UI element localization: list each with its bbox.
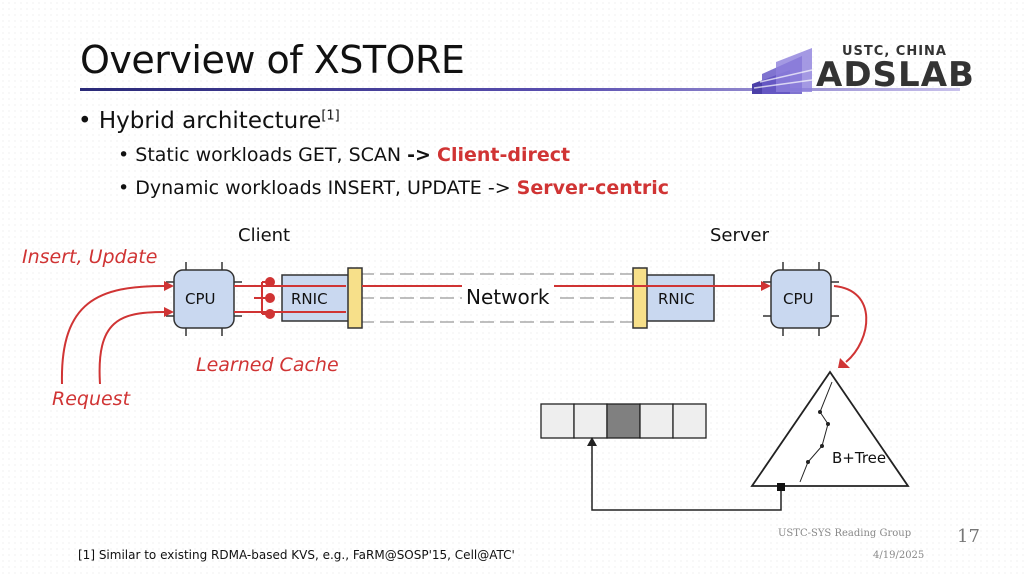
bullet-dynamic: • Dynamic workloads INSERT, UPDATE -> Se… — [118, 177, 669, 199]
server-rnic-box — [645, 274, 715, 322]
array-row — [540, 403, 707, 439]
server-rnic-port — [632, 267, 648, 329]
bullet-dynamic-emph: Server-centric — [516, 177, 670, 199]
client-cpu-label: CPU — [185, 290, 216, 308]
network-links — [360, 273, 632, 323]
insert-update-label: Insert, Update — [22, 246, 158, 268]
array-cell-highlighted — [606, 403, 641, 439]
bullet-static-text: Static workloads GET, SCAN — [135, 144, 408, 166]
title-underline — [80, 88, 960, 91]
bullet-static: • Static workloads GET, SCAN -> Client-d… — [118, 144, 570, 166]
client-rnic-port — [347, 267, 363, 329]
arrowheads — [164, 281, 850, 368]
array-cell — [540, 403, 575, 439]
logo-name: ADSLAB — [816, 55, 975, 95]
page-number: 17 — [957, 526, 980, 547]
footer-group: USTC-SYS Reading Group — [778, 528, 912, 539]
slide-title: Overview of XSTORE — [80, 38, 465, 82]
footer-date: 4/19/2025 — [873, 550, 925, 561]
bullet-dot: • — [118, 144, 130, 166]
bullet-hybrid: • Hybrid architecture[1] — [78, 108, 340, 134]
bullet-static-emph: Client-direct — [437, 144, 571, 166]
bullet-main-text: Hybrid architecture — [98, 108, 322, 134]
leaf-to-array-arrowhead — [587, 437, 597, 446]
request-label: Request — [52, 388, 131, 410]
learned-cache-label: Learned Cache — [196, 354, 339, 376]
btree-label: B+Tree — [832, 449, 887, 467]
client-label: Client — [238, 225, 291, 246]
server-cpu-chip — [763, 262, 839, 336]
network-label: Network — [462, 285, 554, 309]
bullet-dot: • — [118, 177, 130, 199]
bullet-dynamic-text: Dynamic workloads INSERT, UPDATE -> — [135, 177, 517, 199]
client-rnic-label: RNIC — [291, 290, 328, 308]
client-cpu-chip — [166, 262, 242, 336]
array-cell — [573, 403, 608, 439]
server-label: Server — [710, 225, 770, 246]
footnote: [1] Similar to existing RDMA-based KVS, … — [78, 548, 515, 562]
array-cell — [672, 403, 707, 439]
btree-leaf-marker — [777, 483, 785, 491]
leaf-to-array-link — [591, 444, 782, 511]
bullet-ref: [1] — [321, 108, 340, 124]
bullet-static-arrow: -> — [407, 144, 431, 166]
server-rnic-label: RNIC — [658, 290, 695, 308]
server-cpu-label: CPU — [783, 290, 814, 308]
btree-triangle — [750, 370, 910, 487]
request-flows — [60, 285, 868, 385]
bullet-dot: • — [78, 108, 92, 134]
client-rnic-box — [281, 274, 351, 322]
array-cell — [639, 403, 674, 439]
adslab-logo-icon — [752, 48, 813, 94]
btree-path — [799, 381, 833, 483]
logo-city: USTC, CHINA — [842, 44, 947, 59]
